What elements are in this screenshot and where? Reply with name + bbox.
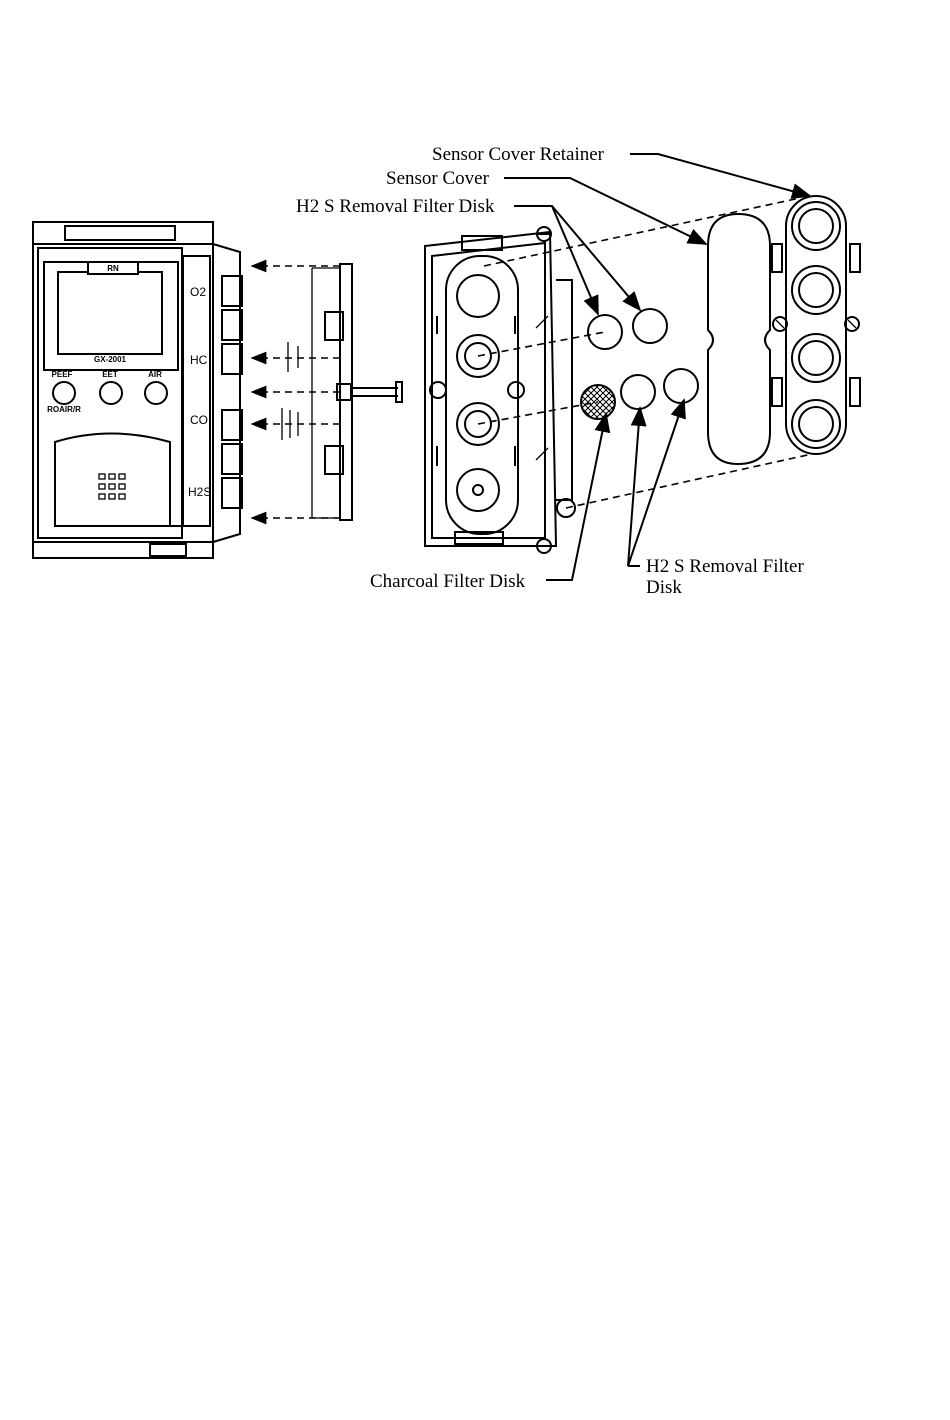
- button-label-3: AIR: [148, 370, 162, 379]
- label-h2s-filter-top: H2 S Removal Filter Disk: [296, 196, 495, 217]
- sensor-cover-retainer: [772, 196, 860, 454]
- gas-channel-co: CO: [190, 413, 208, 427]
- button-label-1: PEEF: [52, 370, 73, 379]
- label-charcoal-filter: Charcoal Filter Disk: [370, 571, 526, 592]
- button-label-2: EET: [102, 370, 118, 379]
- device-button-1: [53, 382, 75, 404]
- instrument-body: RN GX-2001 PEEF EET AIR ROAIR/R O2 HC CO…: [33, 222, 242, 558]
- h2s-filter-disk-bottom-1: [621, 375, 655, 409]
- filter-disks: [581, 309, 698, 419]
- gas-channel-h2s: H2S: [188, 485, 211, 499]
- gas-channel-hc: HC: [190, 353, 208, 367]
- model-label: GX-2001: [94, 355, 127, 364]
- sensor-board: [252, 264, 402, 520]
- button-sub-label: ROAIR/R: [47, 405, 81, 414]
- h2s-filter-disk-top-2: [633, 309, 667, 343]
- label-h2s-filter-bottom-line1: H2 S Removal Filter: [646, 556, 804, 577]
- device-button-3: [145, 382, 167, 404]
- gas-channel-o2: O2: [190, 285, 206, 299]
- screen-tab-label: RN: [107, 264, 119, 273]
- device-button-2: [100, 382, 122, 404]
- sensor-housing: [425, 227, 575, 553]
- sensor-cover: [708, 214, 770, 464]
- label-h2s-filter-bottom-line2: Disk: [646, 577, 682, 598]
- h2s-filter-disk-top-1: [588, 315, 622, 349]
- leader-arrows: [504, 154, 810, 580]
- speaker-grille-icon: [99, 474, 125, 499]
- label-sensor-cover-retainer: Sensor Cover Retainer: [432, 144, 605, 165]
- h2s-filter-disk-bottom-2: [664, 369, 698, 403]
- label-sensor-cover: Sensor Cover: [386, 168, 490, 189]
